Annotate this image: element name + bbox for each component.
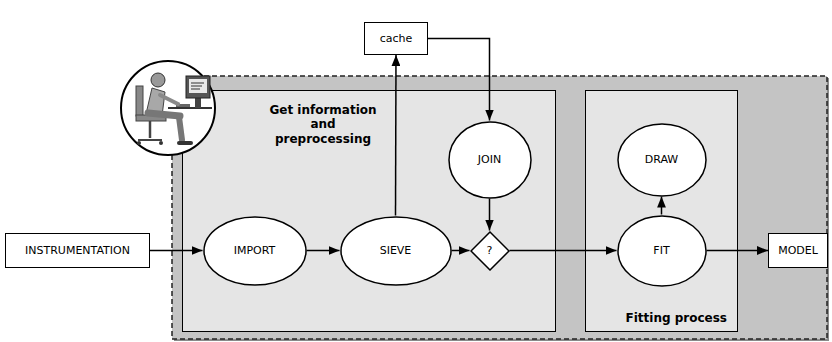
flow-arrow <box>395 55 397 216</box>
ellipse-shape <box>204 217 306 285</box>
panel-heading: Get information and preprocessing <box>268 103 378 146</box>
ellipse-shape <box>618 124 706 196</box>
process-label: JOIN <box>478 153 501 166</box>
screen-line <box>191 89 200 90</box>
region-shadow <box>174 78 829 341</box>
flow-arrow <box>452 250 470 252</box>
process-ellipse: DRAW <box>617 123 707 197</box>
flow-arrow <box>150 250 203 252</box>
screen-line <box>191 83 204 84</box>
decision-label: ? <box>487 244 493 257</box>
chair-wheel <box>137 141 141 145</box>
process-ellipse: JOIN <box>448 121 532 199</box>
panel-heading-holder: Get information and preprocessing <box>268 103 378 146</box>
desk <box>168 107 212 109</box>
stage-panel: Get information and preprocessingIMPORT S… <box>182 90 556 332</box>
chair-post <box>149 121 152 138</box>
flow-arrow <box>307 250 340 252</box>
chair-back <box>136 86 143 116</box>
monitor-stand <box>195 98 201 108</box>
flow-arrow <box>661 197 663 215</box>
illustration-circle <box>121 61 215 155</box>
chair-base <box>138 139 162 141</box>
process-ellipse: SIEVE <box>340 216 452 286</box>
flow-arrow <box>707 250 769 252</box>
screen-line <box>191 86 202 87</box>
box-label: MODEL <box>778 244 818 257</box>
decision-diamond: ? <box>470 231 510 271</box>
flow-arrow <box>428 39 490 121</box>
process-label: DRAW <box>645 153 678 166</box>
store-box: cache <box>364 22 428 55</box>
flow-arrow <box>489 199 491 231</box>
panel-heading: Fitting process <box>626 311 728 325</box>
process-ellipse: FIT <box>617 215 707 287</box>
panel-heading-holder: Fitting process <box>626 311 728 325</box>
process-label: IMPORT <box>234 244 276 257</box>
ellipse-shape <box>449 122 531 198</box>
process-ellipse: IMPORT <box>203 216 307 286</box>
flow-arrow <box>510 250 617 252</box>
diamond-shape <box>471 232 509 270</box>
box-label: cache <box>380 32 413 45</box>
box-label: INSTRUMENTATION <box>25 244 130 257</box>
process-label: SIEVE <box>380 244 412 257</box>
ellipse-shape <box>618 216 706 286</box>
chair-wheel <box>159 141 163 145</box>
person-thigh <box>148 113 180 116</box>
monitor <box>186 76 210 98</box>
ellipse-shape <box>341 217 451 285</box>
result-box: MODEL <box>768 233 828 268</box>
process-label: FIT <box>653 244 669 257</box>
person-shin <box>179 117 182 140</box>
person-head <box>151 73 165 87</box>
person-arm <box>160 95 178 104</box>
system-region <box>172 76 827 339</box>
person-shoe <box>179 141 191 145</box>
source-box: INSTRUMENTATION <box>5 233 150 268</box>
monitor-screen <box>189 79 207 93</box>
